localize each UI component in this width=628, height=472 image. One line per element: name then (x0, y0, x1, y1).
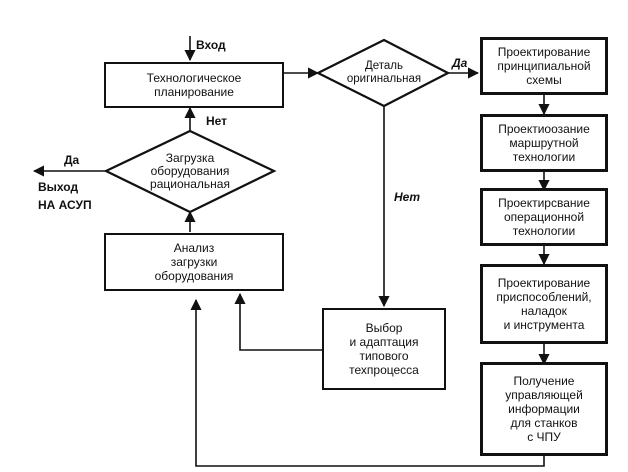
design-operation-box: Проектирсвание операционной технологии (480, 188, 608, 246)
cnc-info-box: Получение управляющей информации для ста… (480, 362, 608, 456)
decision-detail-original-diamond (315, 38, 451, 108)
tech-planning-box: Технологическое планирование (104, 62, 284, 108)
design-route-box: Проектиоозание маршрутной технологии (480, 114, 608, 172)
design-schema-text: Проектирование принципиальной схемы (497, 45, 591, 87)
design-fixtures-text: Проектирование приспособлений, наладок и… (496, 276, 592, 332)
decision-load-rational-diamond (103, 129, 277, 214)
decision-no-label: Нет (394, 190, 421, 204)
detail-original-text: Деталь оригинальная (346, 60, 422, 85)
entry-label: Вход (196, 38, 226, 52)
load-yes-label: Да (64, 153, 80, 167)
load-rational-text: Загрузка оборудования рациональная (150, 150, 230, 191)
design-fixtures-box: Проектирование приспособлений, наладок и… (480, 264, 608, 344)
exit-label: Выход НА АСУП (38, 180, 92, 212)
design-route-text: Проектиоозание маршрутной технологии (498, 122, 590, 164)
design-schema-box: Проектирование принципиальной схемы (480, 37, 608, 95)
select-adapt-box: Выбор и адаптация типового техпроцесса (322, 308, 446, 390)
select-adapt-text: Выбор и адаптация типового техпроцесса (349, 321, 419, 377)
cnc-info-text: Получение управляющей информации для ста… (505, 374, 583, 444)
tech-planning-text: Технологическое планирование (146, 71, 242, 99)
load-no-label: Нет (206, 114, 228, 128)
load-analysis-box: Анализ загрузки оборудования (104, 233, 284, 291)
design-operation-text: Проектирсвание операционной технологии (498, 196, 590, 238)
decision-yes-label: Да (452, 56, 468, 70)
adapt-feedback-line (234, 292, 322, 351)
load-analysis-text: Анализ загрузки оборудования (154, 241, 234, 283)
cnc-feedback-line (190, 298, 545, 467)
